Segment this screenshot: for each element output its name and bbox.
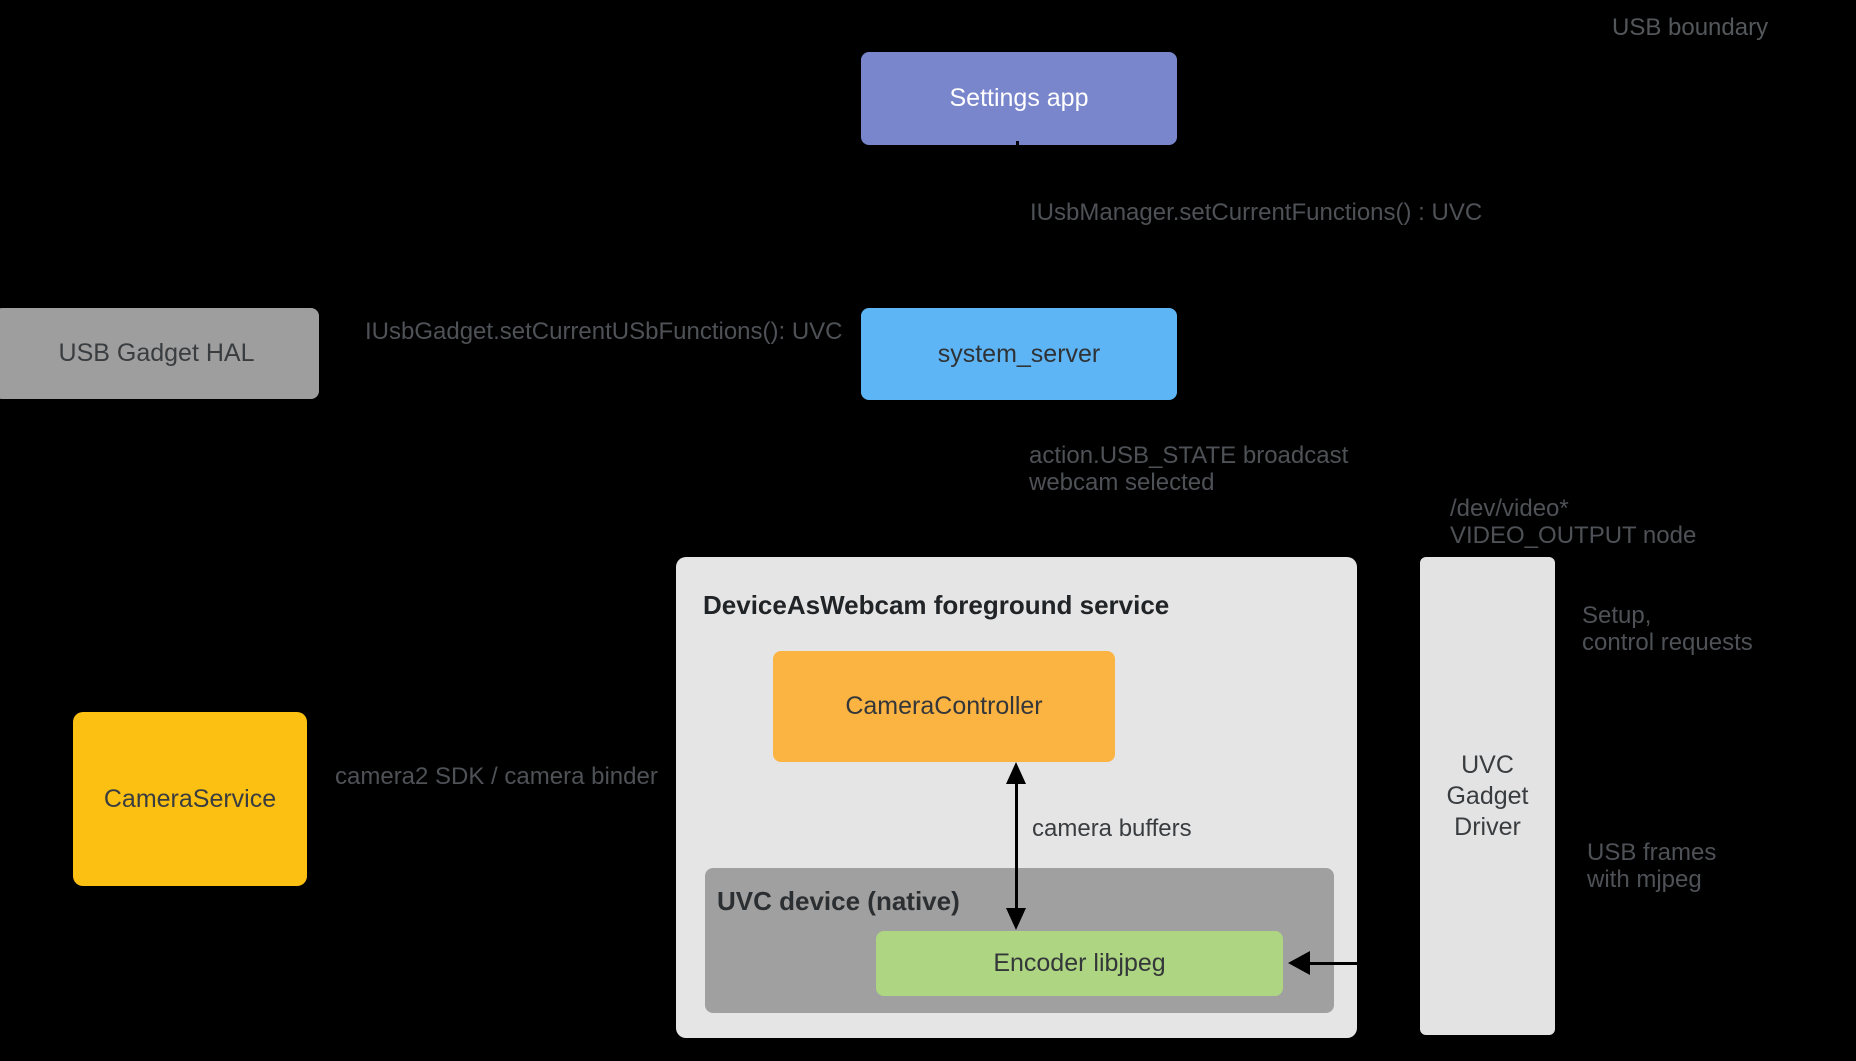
encoder-libjpeg-node: Encoder libjpeg — [876, 931, 1283, 996]
settings-to-system-server-connector — [1016, 141, 1019, 312]
uvc-device-native-title: UVC device (native) — [717, 886, 960, 916]
setup-control-requests-label: Setup, control requests — [1582, 602, 1753, 656]
usb-frames-arrowhead-left-icon — [1288, 951, 1310, 975]
usb-boundary-label: USB boundary — [1612, 14, 1769, 41]
iusbgadget-call-label: IUsbGadget.setCurrentUSbFunctions(): UVC — [365, 318, 843, 345]
usb-frames-label: USB frames with mjpeg — [1587, 839, 1716, 893]
iusbmanager-call-label: IUsbManager.setCurrentFunctions() : UVC — [1030, 199, 1483, 226]
usb-state-broadcast-label: action.USB_STATE broadcast webcam select… — [1029, 442, 1348, 496]
system-server-node: system_server — [861, 308, 1177, 400]
settings-app-label: Settings app — [949, 84, 1089, 112]
camera2-sdk-label: camera2 SDK / camera binder — [335, 763, 658, 790]
system-server-label: system_server — [937, 339, 1101, 368]
camera-buffers-arrowhead-down-icon — [1006, 908, 1026, 930]
camera-service-node: CameraService — [73, 712, 307, 886]
usb-frames-line2: with mjpeg — [1587, 866, 1702, 893]
dev-video-line1: /dev/video* — [1450, 495, 1569, 522]
camera-service-label: CameraService — [103, 784, 277, 813]
uvc-gadget-driver-line2: Gadget — [1446, 781, 1529, 810]
uvc-gadget-driver-line1: UVC — [1461, 750, 1514, 779]
device-as-webcam-service-title: DeviceAsWebcam foreground service — [703, 590, 1170, 620]
uvc-gadget-driver-node: UVC Gadget Driver — [1420, 557, 1555, 1035]
usb-gadget-hal-label: USB Gadget HAL — [58, 339, 255, 367]
device-as-webcam-service-container: DeviceAsWebcam foreground service Camera… — [676, 557, 1357, 1038]
usb-frames-arrow — [1308, 962, 1420, 965]
usb-state-broadcast-line1: action.USB_STATE broadcast — [1029, 442, 1349, 469]
camera-controller-label: CameraController — [845, 692, 1043, 720]
uvc-gadget-driver-line3: Driver — [1454, 812, 1521, 841]
usb-gadget-hal-node: USB Gadget HAL — [0, 308, 319, 399]
settings-app-node: Settings app — [861, 52, 1177, 145]
camera-buffers-label: camera buffers — [1032, 815, 1192, 842]
setup-line2: control requests — [1582, 629, 1753, 656]
encoder-libjpeg-label: Encoder libjpeg — [993, 949, 1166, 977]
dev-video-line2: VIDEO_OUTPUT node — [1450, 522, 1697, 549]
dev-video-node-label: /dev/video* VIDEO_OUTPUT node — [1450, 495, 1696, 549]
setup-line1: Setup, — [1582, 602, 1652, 629]
camera-controller-node: CameraController — [773, 651, 1115, 762]
camera-buffers-arrowhead-up-icon — [1006, 762, 1026, 784]
camera-buffers-arrow — [1015, 778, 1018, 918]
usb-frames-line1: USB frames — [1587, 839, 1717, 866]
usb-state-broadcast-line2: webcam selected — [1029, 469, 1215, 496]
uvc-device-native-container: UVC device (native) Encoder libjpeg — [705, 868, 1334, 1013]
